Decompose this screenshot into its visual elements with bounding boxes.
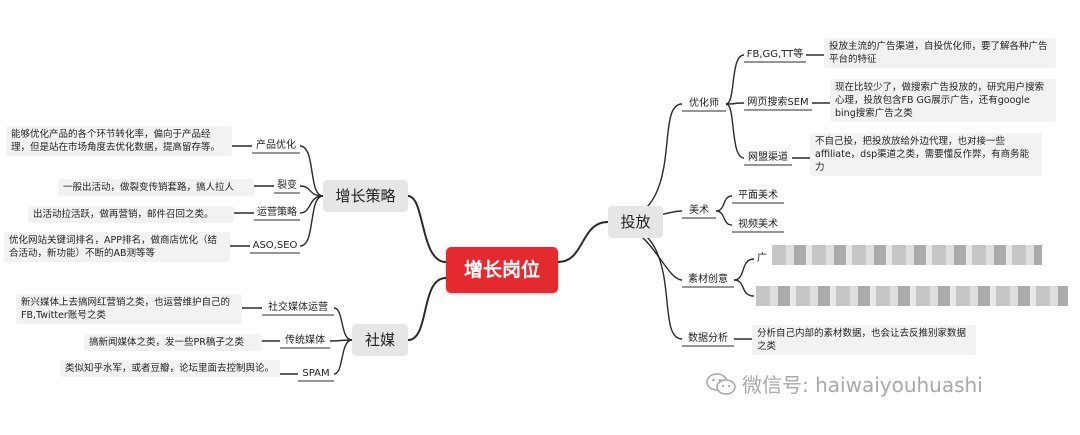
note-spam: 类似知乎水军，或者豆瓣，论坛里面去控制舆论。: [60, 360, 280, 377]
node-creative-item[interactable]: 广: [757, 253, 767, 264]
node-video-art[interactable]: 视频美术: [738, 219, 778, 230]
node-graphic-art[interactable]: 平面美术: [738, 190, 778, 201]
node-ad-network[interactable]: 网盟渠道: [748, 152, 788, 163]
note-data-analysis: 分析自己内部的素材数据，也会让去反推别家数据之类: [752, 325, 976, 355]
blurred-creative-content-2: [756, 286, 1068, 306]
note-aso-seo: 优化网站关键词排名，APP排名，做商店优化（结合活动，新功能）不断的AB测等等: [4, 232, 230, 262]
note-fission: 一般出活动，做裂变传销套路，搞人拉人: [58, 179, 254, 196]
branch-growth-strategy[interactable]: 增长策略: [323, 180, 408, 212]
node-traditional-media[interactable]: 传统媒体: [285, 335, 325, 346]
node-data-analysis[interactable]: 数据分析: [688, 333, 728, 344]
branch-advertising[interactable]: 投放: [608, 206, 663, 238]
note-traditional-media: 搞新闻媒体之类，发一些PR稿子之类: [84, 334, 262, 351]
note-social-ops: 新兴媒体上去搞网红营销之类，也运营维护自己的FB,Twitter账号之类: [16, 294, 242, 324]
node-sem[interactable]: 网页搜索SEM: [747, 97, 809, 108]
watermark-text: 微信号: haiwaiyouhuashi: [742, 373, 983, 397]
node-product-optimization[interactable]: 产品优化: [256, 140, 296, 151]
node-creative[interactable]: 素材创意: [688, 274, 728, 285]
note-product-optimization: 能够优化产品的各个环节转化率，偏向于产品经理，但是站在市场角度去优化数据，提高留…: [6, 126, 232, 156]
wechat-watermark: 微信号: haiwaiyouhuashi: [706, 369, 983, 398]
node-fb-gg-tt[interactable]: FB,GG,TT等: [746, 49, 804, 60]
node-spam[interactable]: SPAM: [302, 368, 330, 379]
note-sem: 现在比较少了，做搜索广告投放的，研究用户搜索心理，投放包含FB GG展示广告，还…: [830, 79, 1056, 122]
note-fb-gg-tt: 投放主流的广告渠道，自投优化师，要了解各种广告平台的特征: [824, 38, 1056, 68]
node-optimizer[interactable]: 优化师: [689, 98, 719, 109]
node-aso-seo[interactable]: ASO,SEO: [252, 240, 298, 251]
wechat-icon: [706, 372, 736, 395]
note-ad-network: 不自己投，把投放放给外边代理，也对接一些affiliate，dsp渠道之类，需要…: [810, 133, 1042, 176]
root-node[interactable]: 增长岗位: [446, 247, 558, 293]
node-social-ops[interactable]: 社交媒体运营: [268, 302, 328, 313]
node-fission[interactable]: 裂变: [277, 180, 297, 191]
note-ops-strategy: 出活动拉活跃，做再营销，邮件召回之类。: [28, 206, 234, 223]
branch-social-media[interactable]: 社媒: [352, 324, 408, 356]
node-art[interactable]: 美术: [689, 205, 709, 216]
node-ops-strategy[interactable]: 运营策略: [257, 207, 297, 218]
blurred-creative-content: [772, 245, 1042, 265]
